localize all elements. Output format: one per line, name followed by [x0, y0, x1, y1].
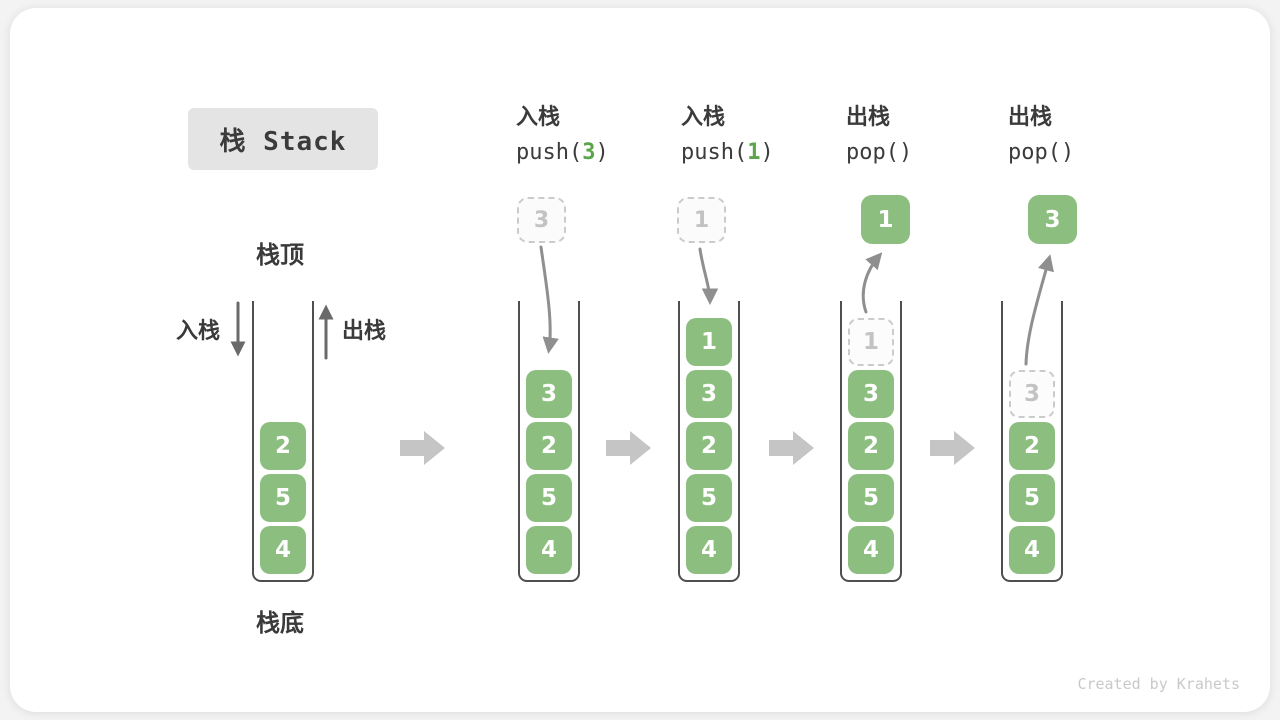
stack-cell: 4: [1009, 526, 1055, 574]
stack-cell: 4: [848, 526, 894, 574]
code-fn: push(: [516, 140, 583, 165]
stack-state-push1: 1 3 2 5 4: [678, 301, 740, 582]
stack-state-pop1: 1 3 2 5 4: [840, 301, 902, 582]
stack-cell: 4: [686, 526, 732, 574]
watermark: Created by Krahets: [1077, 675, 1240, 693]
stack-cell: 3: [686, 370, 732, 418]
stack-cell: 2: [848, 422, 894, 470]
step-header-push3: 入栈 push(3): [516, 106, 609, 165]
code-close: ): [595, 140, 609, 165]
stack-cell: 5: [686, 474, 732, 522]
popped-value-box: 3: [1028, 195, 1077, 244]
stack-cell: 4: [526, 526, 572, 574]
op-code: pop(): [846, 141, 912, 165]
stack-top-label: 栈顶: [256, 241, 304, 269]
op-label: 出栈: [846, 105, 891, 130]
op-code: push(1): [681, 141, 774, 165]
code-arg: 3: [582, 140, 596, 165]
code-close: ): [1060, 140, 1075, 165]
op-label: 入栈: [516, 105, 561, 130]
code-close: ): [760, 140, 774, 165]
step-header-pop1: 出栈 pop(): [846, 106, 912, 165]
stack-cell: 1: [686, 318, 732, 366]
incoming-value-box: 1: [677, 197, 726, 243]
code-fn: pop(: [846, 140, 899, 165]
stack-cell: 2: [260, 422, 306, 470]
stack-cell: 2: [1009, 422, 1055, 470]
stack-cell: 3: [848, 370, 894, 418]
step-header-push1: 入栈 push(1): [681, 106, 774, 165]
stack-cell: 2: [526, 422, 572, 470]
stack-cell: 5: [1009, 474, 1055, 522]
push-direction-label: 入栈: [176, 319, 221, 344]
popped-value-box: 1: [861, 195, 910, 244]
stack-state-initial: 2 5 4: [252, 301, 314, 582]
incoming-value-box: 3: [517, 197, 566, 243]
stack-cell: 5: [260, 474, 306, 522]
op-label: 入栈: [681, 105, 726, 130]
op-code: push(3): [516, 141, 609, 165]
stack-cell: 4: [260, 526, 306, 574]
stack-cell: 5: [526, 474, 572, 522]
popped-ghost-cell: 3: [1009, 370, 1055, 418]
stack-state-push3: 3 2 5 4: [518, 301, 580, 582]
popped-ghost-cell: 1: [848, 318, 894, 366]
step-header-pop2: 出栈 pop(): [1008, 106, 1074, 165]
stack-cell: 3: [526, 370, 572, 418]
op-code: pop(): [1008, 141, 1074, 165]
code-close: ): [898, 140, 913, 165]
stack-cell: 2: [686, 422, 732, 470]
stack-state-pop2: 3 2 5 4: [1001, 301, 1063, 582]
code-arg: 1: [747, 140, 761, 165]
stack-cell: 5: [848, 474, 894, 522]
code-fn: push(: [681, 140, 748, 165]
stack-bottom-label: 栈底: [256, 609, 304, 637]
pop-direction-label: 出栈: [342, 319, 387, 344]
diagram-title: 栈 Stack: [188, 108, 378, 170]
op-label: 出栈: [1008, 105, 1053, 130]
code-fn: pop(: [1008, 140, 1061, 165]
